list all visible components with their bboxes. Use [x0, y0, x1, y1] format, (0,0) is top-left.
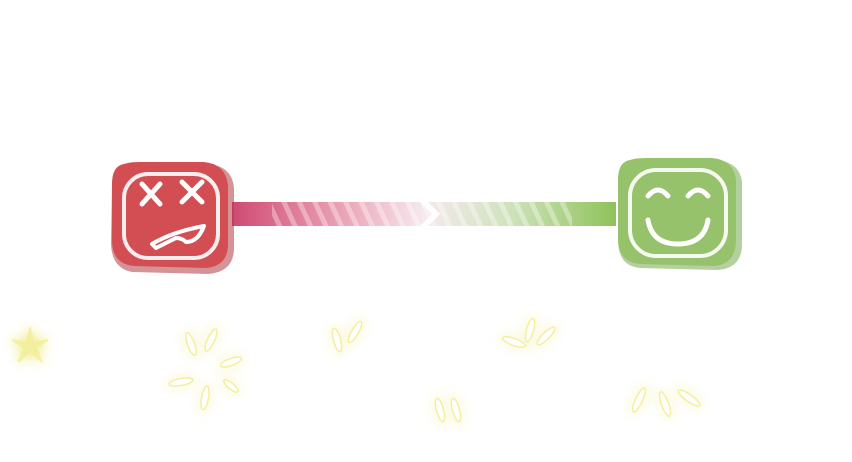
dizzy-face-icon [111, 162, 234, 274]
smiling-face-icon [618, 158, 742, 270]
sparkle-icon [11, 325, 49, 363]
tongue-mouth [150, 224, 206, 250]
sparkle-icon [168, 328, 243, 411]
mood-gradient-bar [232, 200, 616, 228]
smile-mouth [645, 217, 711, 247]
sparkle-icon [434, 397, 462, 423]
sparkle-icon [501, 317, 556, 349]
closed-smiling-eyes [645, 187, 711, 199]
sparkle-icon [631, 387, 701, 418]
chevron-right-icon [418, 200, 440, 228]
bar-texture [272, 202, 572, 226]
sparkle-decorations [11, 317, 701, 423]
sparkle-icon [331, 320, 363, 353]
x-eyes [139, 179, 205, 207]
